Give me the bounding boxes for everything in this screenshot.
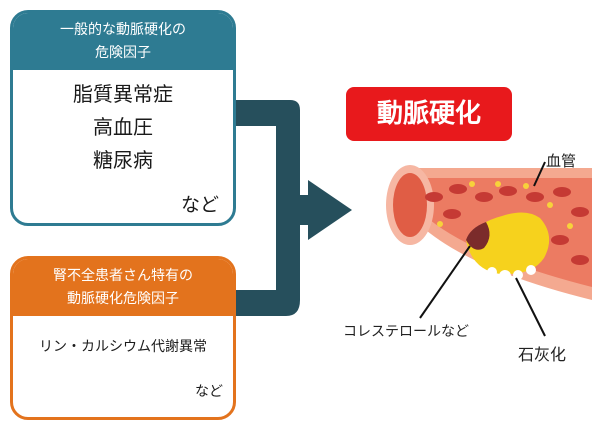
renal-risk-card: 腎不全患者さん特有の 動脈硬化危険因子 リン・カルシウム代謝異常 など bbox=[10, 256, 236, 420]
renal-risk-title-line1: 腎不全患者さん特有の bbox=[53, 268, 193, 284]
vessel-label: 血管 bbox=[546, 152, 577, 170]
cholesterol-label: コレステロールなど bbox=[343, 324, 469, 340]
renal-risk-card-header: 腎不全患者さん特有の 動脈硬化危険因子 bbox=[13, 259, 233, 316]
arrow-head bbox=[308, 180, 352, 240]
general-risk-etc: など bbox=[180, 194, 219, 216]
risk-item-hypertension: 高血圧 bbox=[93, 115, 153, 139]
renal-risk-title-line2: 動脈硬化危険因子 bbox=[67, 291, 179, 307]
general-risk-title-line1: 一般的な動脈硬化の bbox=[60, 22, 186, 38]
risk-item-dyslipidemia: 脂質異常症 bbox=[73, 82, 173, 106]
general-risk-card: 一般的な動脈硬化の 危険因子 脂質異常症 高血圧 糖尿病 など bbox=[10, 10, 236, 226]
calcification-deposits bbox=[487, 265, 536, 282]
risk-item-diabetes: 糖尿病 bbox=[93, 148, 153, 172]
particles bbox=[437, 181, 573, 229]
vessel-opening-inner bbox=[393, 173, 427, 237]
blood-cells bbox=[425, 184, 589, 265]
general-risk-list: 脂質異常症 高血圧 糖尿病 bbox=[13, 78, 233, 177]
arteriosclerosis-title: 動脈硬化 bbox=[346, 87, 512, 141]
calcification-label: 石灰化 bbox=[518, 345, 567, 364]
general-risk-card-header: 一般的な動脈硬化の 危険因子 bbox=[13, 13, 233, 70]
arrow-bracket bbox=[236, 100, 300, 316]
general-risk-title-line2: 危険因子 bbox=[95, 45, 151, 61]
renal-risk-item: リン・カルシウム代謝異常 bbox=[39, 339, 207, 355]
arrow-shaft bbox=[276, 195, 310, 225]
calcification-pointer bbox=[515, 277, 546, 337]
cholesterol-pointer bbox=[419, 245, 471, 319]
plaque-core bbox=[466, 222, 490, 250]
vessel-pointer bbox=[533, 161, 546, 187]
renal-risk-etc: など bbox=[195, 384, 223, 400]
